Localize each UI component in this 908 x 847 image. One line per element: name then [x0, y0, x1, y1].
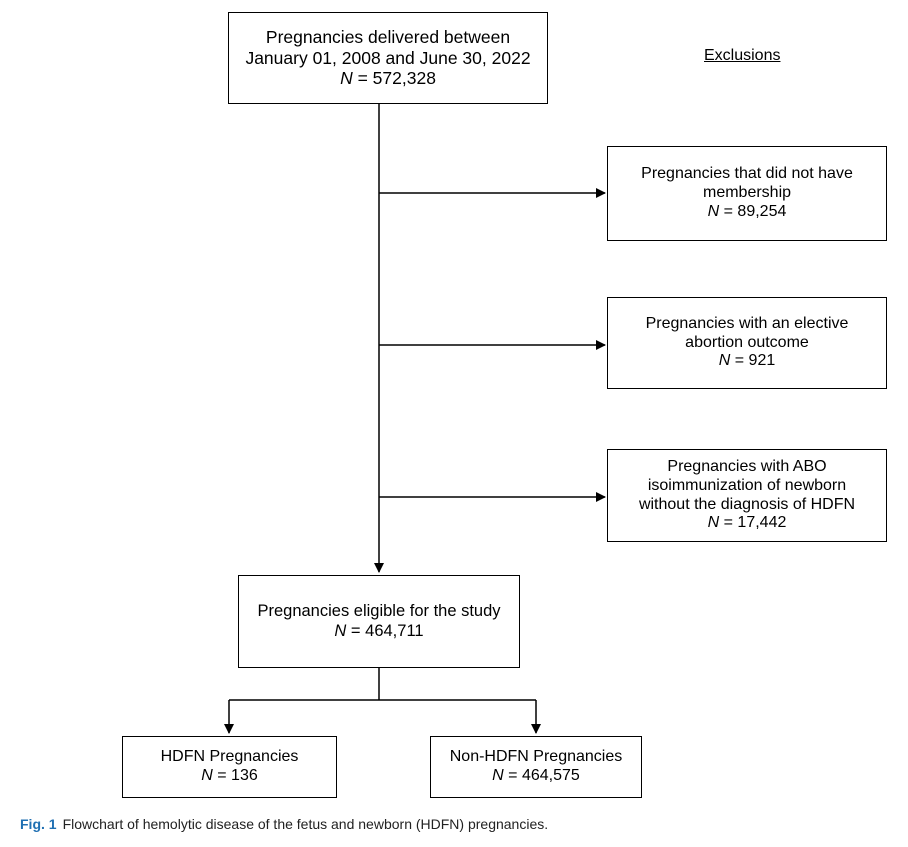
hdfn-node: HDFN Pregnancies N = 136	[122, 736, 337, 798]
exclusion-node-no-membership: Pregnancies that did not have membership…	[607, 146, 887, 241]
exclusion-node-elective-abortion: Pregnancies with an elective abortion ou…	[607, 297, 887, 389]
figure-label: Fig. 1	[20, 816, 57, 832]
exclusion-3-count: N = 17,442	[707, 514, 787, 532]
exclusion-node-abo-isoimmunization: Pregnancies with ABO isoimmunization of …	[607, 449, 887, 542]
exclusion-2-count: N = 921	[718, 352, 776, 370]
start-node-count: N = 572,328	[340, 68, 436, 89]
figure-caption: Fig. 1 Flowchart of hemolytic disease of …	[20, 816, 548, 832]
start-node-line-1: Pregnancies delivered between	[265, 27, 511, 48]
hdfn-node-count: N = 136	[201, 767, 258, 784]
exclusion-1-line-2: membership	[702, 184, 792, 202]
start-node-line-2: January 01, 2008 and June 30, 2022	[245, 47, 531, 68]
exclusion-3-line-2: isoimmunization of newborn	[647, 476, 847, 494]
non-hdfn-node-line-1: Non-HDFN Pregnancies	[449, 748, 623, 766]
non-hdfn-node: Non-HDFN Pregnancies N = 464,575	[430, 736, 642, 798]
eligible-node-count: N = 464,711	[334, 621, 424, 640]
hdfn-node-line-1: HDFN Pregnancies	[160, 748, 299, 766]
non-hdfn-node-count: N = 464,575	[492, 767, 580, 784]
eligible-node-line-1: Pregnancies eligible for the study	[257, 602, 501, 621]
exclusion-1-line-1: Pregnancies that did not have	[641, 165, 853, 183]
exclusion-3-line-1: Pregnancies with ABO	[667, 457, 827, 475]
exclusion-3-line-3: without the diagnosis of HDFN	[638, 495, 856, 513]
figure-caption-text: Flowchart of hemolytic disease of the fe…	[62, 816, 549, 832]
exclusions-heading: Exclusions	[704, 47, 781, 64]
exclusion-2-line-1: Pregnancies with an elective	[645, 314, 849, 332]
eligible-node: Pregnancies eligible for the study N = 4…	[238, 575, 520, 668]
start-node: Pregnancies delivered between January 01…	[228, 12, 548, 104]
exclusion-2-line-2: abortion outcome	[685, 333, 809, 351]
exclusion-1-count: N = 89,254	[707, 202, 787, 220]
